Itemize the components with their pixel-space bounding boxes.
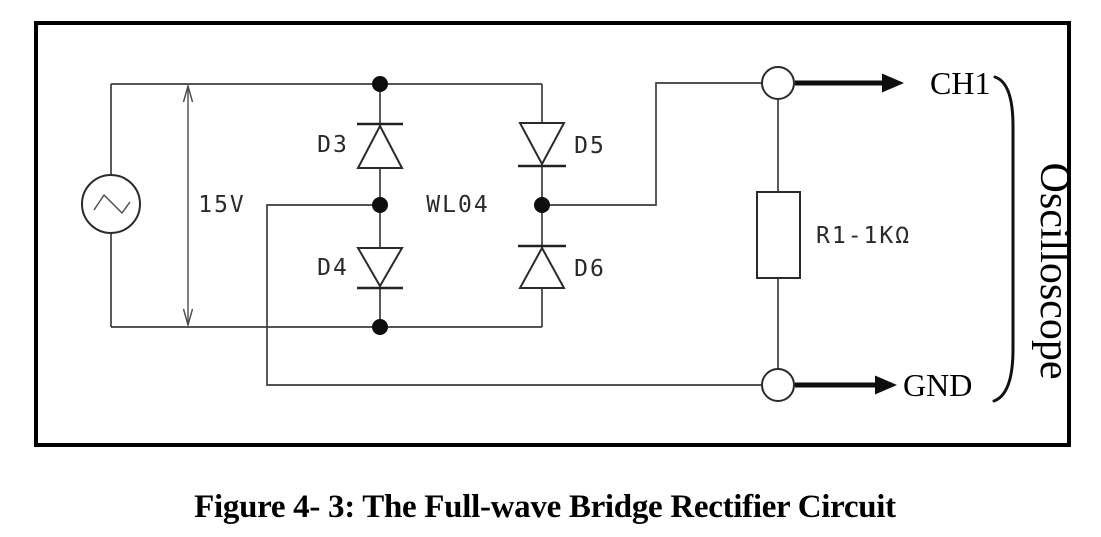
ch1-label: CH1 [930, 65, 990, 101]
right-arrow-icon [882, 73, 904, 93]
right-arrow-icon [875, 375, 897, 395]
source-voltage-label: 15V [198, 192, 246, 218]
diode-d5-triangle [518, 122, 566, 167]
load-resistor: R1-1KΩ [756, 191, 911, 279]
diode-d6-label: D6 [574, 256, 606, 282]
junction-dot-top [372, 76, 388, 92]
diode-d4-triangle [356, 247, 404, 288]
diode-d3-label: D3 [317, 132, 349, 158]
junction-dot-right-mid [534, 197, 550, 213]
resistor-r1-label: R1-1KΩ [816, 223, 911, 249]
diode-d5-label: D5 [574, 133, 606, 159]
ch1-terminal [761, 66, 795, 100]
junction-dot-bottom [372, 319, 388, 335]
resistor-r1-body [756, 191, 801, 279]
diode-d6: D6 [518, 244, 606, 289]
oscilloscope-brace [992, 75, 1015, 403]
arrowhead-down-icon [182, 308, 194, 328]
bridge-part-label: WL04 [426, 192, 489, 218]
output-ch1: CH1 [761, 65, 990, 101]
figure-caption: Figure 4- 3: The Full-wave Bridge Rectif… [194, 489, 896, 525]
bridge-rectifier: D3 D4 D5 D6 [317, 76, 606, 335]
junction-dot-left-mid [372, 197, 388, 213]
wire-gnd-return [266, 204, 762, 386]
diode-d4: D4 [317, 247, 404, 290]
output-gnd: GND [761, 367, 972, 403]
diode-d6-triangle [518, 245, 566, 289]
arrowhead-up-icon [182, 83, 194, 103]
diode-d3-triangle [356, 123, 404, 169]
ac-source-circle [81, 174, 141, 234]
wires [110, 82, 779, 386]
oscilloscope-label: Oscilloscope [1031, 163, 1077, 380]
diode-d4-label: D4 [317, 255, 349, 281]
wire-ch1-feed [542, 82, 762, 206]
voltage-dimension: 15V [182, 83, 246, 328]
sine-wave-icon [93, 194, 131, 214]
diode-d3: D3 [317, 122, 404, 169]
gnd-label: GND [903, 367, 972, 403]
diode-d5: D5 [518, 122, 606, 168]
figure-border [34, 21, 1071, 447]
gnd-terminal [761, 368, 795, 402]
ac-source [81, 174, 141, 234]
